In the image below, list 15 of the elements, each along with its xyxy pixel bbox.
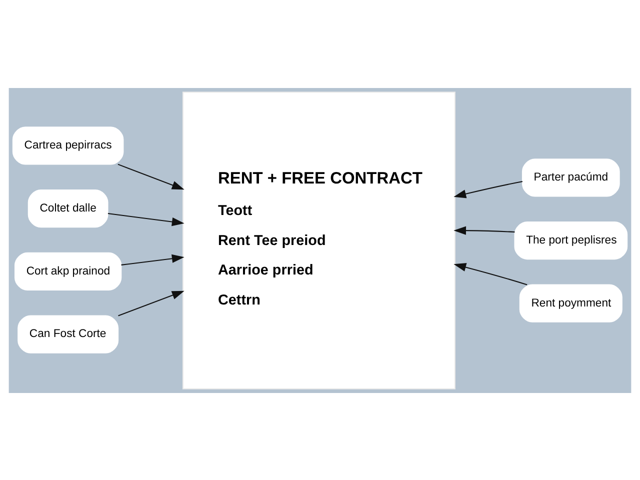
arrow — [118, 163, 184, 190]
arrow — [121, 254, 184, 265]
arrow — [108, 212, 184, 226]
node-box: Rent poymment — [519, 284, 622, 322]
node-box: Cort akp prainod — [14, 252, 122, 290]
arrow — [118, 290, 184, 316]
node-box: Coltet dalle — [28, 189, 108, 228]
node-box: RENT + FREE CONTRACT Teott Rent Tee preiod Aarrioe prried Cettrn — [182, 91, 456, 389]
arrow — [454, 226, 515, 234]
node-box: The port peplisres — [514, 220, 628, 260]
node-box: Can Fost Corte — [18, 314, 119, 353]
node-box: Cartrea pepirracs — [12, 126, 124, 164]
node-box: Parter pacúmd — [522, 158, 620, 196]
arrow — [454, 180, 523, 198]
arrow — [454, 262, 528, 285]
